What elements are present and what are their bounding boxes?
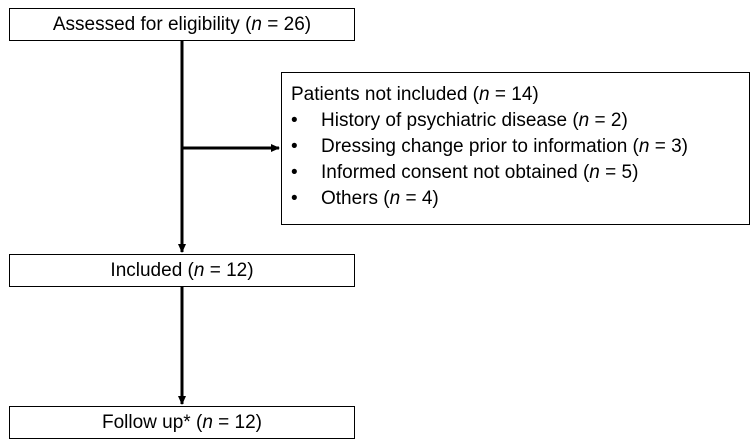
excluded-item-label: History of psychiatric disease (n = 2) (321, 110, 628, 131)
included-box: Included (n = 12) (9, 254, 355, 287)
excluded-item: • History of psychiatric disease (n = 2) (291, 109, 749, 133)
assessed-box: Assessed for eligibility (n = 26) (9, 8, 355, 41)
bullet: • (291, 110, 298, 131)
assessed-label: Assessed for eligibility (n = 26) (52, 13, 312, 35)
excluded-item-label: Informed consent not obtained (n = 5) (321, 162, 639, 183)
excluded-item: • Dressing change prior to information (… (291, 135, 749, 159)
followup-box: Follow up* (n = 12) (9, 406, 355, 439)
followup-label: Follow up* (n = 12) (101, 411, 263, 433)
bullet: • (291, 162, 298, 183)
bullet: • (291, 188, 298, 209)
excluded-header: Patients not included (n = 14) (291, 84, 539, 105)
excluded-item-label: Dressing change prior to information (n … (321, 136, 689, 157)
excluded-item: • Others (n = 4) (291, 187, 749, 211)
excluded-box: Patients not included (n = 14) • History… (281, 72, 750, 225)
included-label: Included (n = 12) (110, 259, 254, 281)
excluded-item-label: Others (n = 4) (321, 188, 439, 209)
excluded-item: • Informed consent not obtained (n = 5) (291, 161, 749, 185)
bullet: • (291, 136, 298, 157)
